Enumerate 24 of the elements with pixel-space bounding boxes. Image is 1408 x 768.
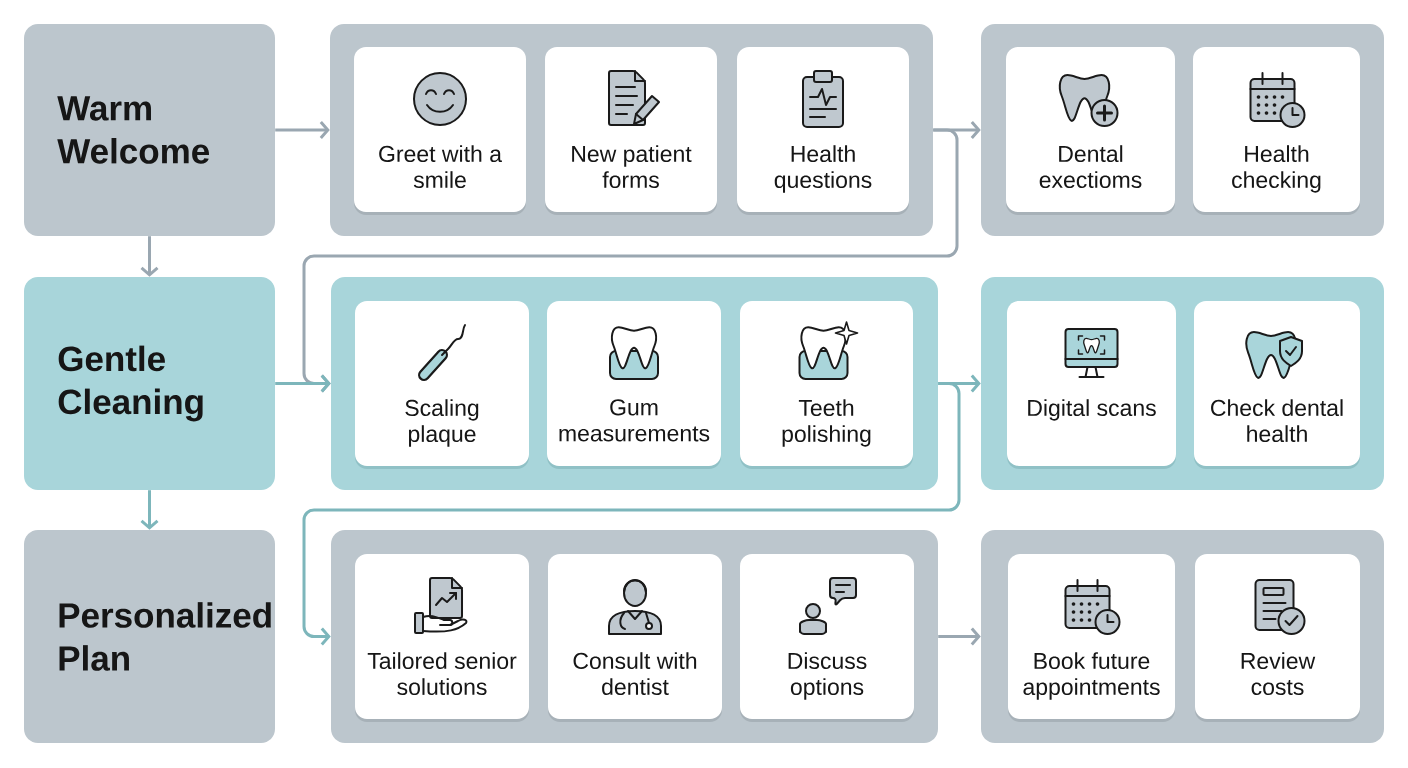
arrow: [275, 121, 330, 139]
arrow: [140, 490, 159, 530]
step-card: Scaling plaque: [355, 301, 529, 469]
step-card: Greet with a smile: [354, 47, 526, 215]
step-card: Check dental health: [1194, 301, 1360, 469]
arrow: [275, 374, 331, 393]
step-card: New patient forms: [545, 47, 717, 215]
arrow: [140, 236, 159, 277]
step-card: Health questions: [737, 47, 909, 215]
step-card: Dental exectioms: [1006, 47, 1175, 215]
stage-box: Warm Welcome: [24, 24, 275, 236]
arrow: [302, 382, 961, 646]
step-card: Consult with dentist: [548, 554, 722, 722]
step-card: Book future appointments: [1008, 554, 1175, 722]
stage-box: Personalized Plan: [24, 530, 275, 743]
step-card: Teeth polishing: [740, 301, 913, 469]
step-card: Digital scans: [1007, 301, 1176, 469]
step-card: Health checking: [1193, 47, 1360, 215]
step-card: Review costs: [1195, 554, 1360, 722]
stage-box: Gentle Cleaning: [24, 277, 275, 490]
step-card: Gum measurements: [547, 301, 721, 469]
arrow: [938, 627, 981, 646]
step-card: Tailored senior solutions: [355, 554, 529, 722]
step-card: Discuss options: [740, 554, 914, 722]
